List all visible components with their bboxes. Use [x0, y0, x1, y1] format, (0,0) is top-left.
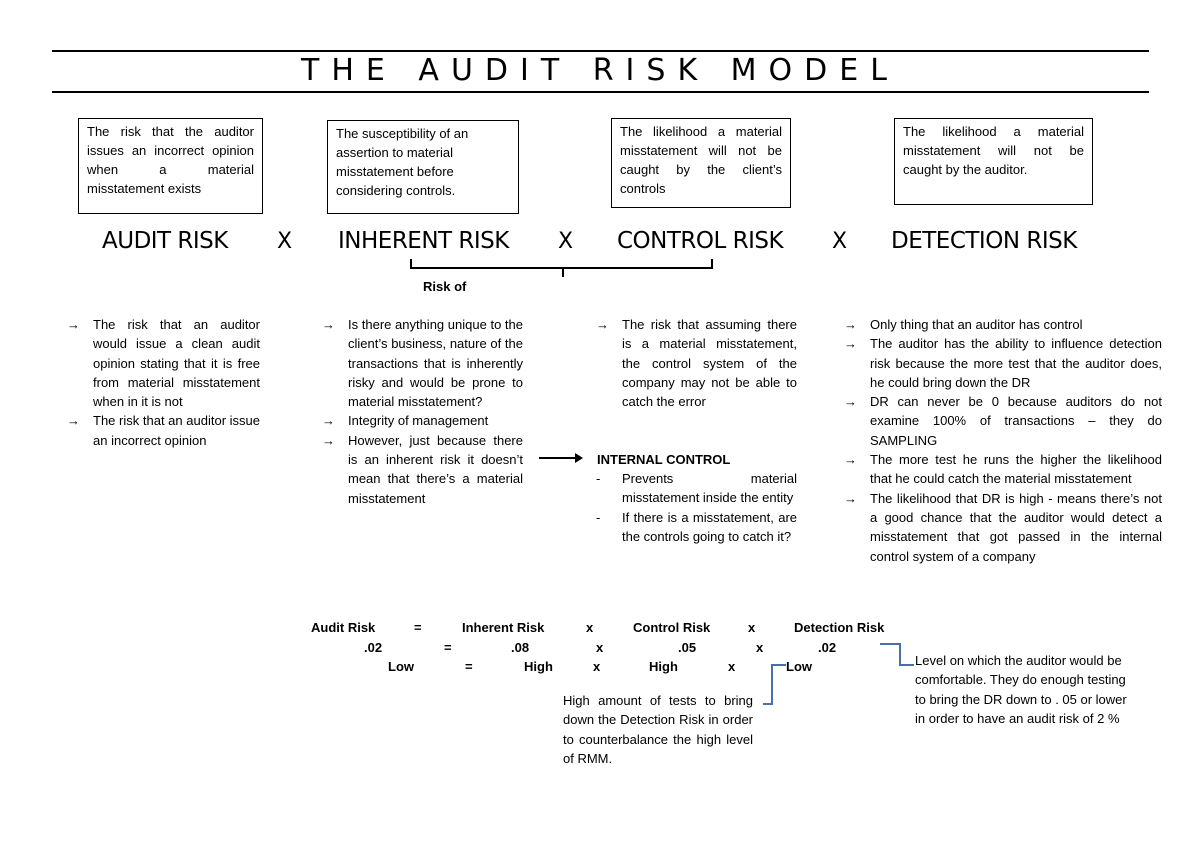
arrow-icon: → [844, 452, 857, 468]
list-item: -Prevents material misstatement inside t… [596, 471, 797, 506]
arrow-icon: → [844, 490, 857, 506]
internal-control-list: -Prevents material misstatement inside t… [594, 469, 797, 546]
control-risk-heading: CONTROL RISK [617, 228, 784, 254]
audit-risk-notes: →The risk that an auditor would issue a … [65, 315, 260, 450]
audit-risk-definition-box: The risk that the auditor issues an inco… [78, 118, 263, 214]
arrow-icon: → [322, 317, 335, 332]
multiply-operator-3: X [832, 229, 848, 254]
list-item: →The risk that an auditor issue an incor… [67, 413, 260, 448]
eq-times: x [756, 640, 764, 655]
audit-risk-heading: AUDIT RISK [102, 228, 228, 254]
title-bottom-rule [52, 91, 1149, 93]
risk-of-bracket [410, 259, 713, 277]
eq-value-inherent: .08 [511, 640, 530, 655]
list-item: →Is there anything unique to the client’… [322, 317, 523, 410]
list-item: →The risk that assuming there is a mater… [596, 317, 797, 410]
eq-times: x [748, 620, 756, 635]
arrow-icon: → [322, 413, 335, 429]
low-dr-callout-bracket [763, 664, 786, 705]
inherent-risk-heading: INHERENT RISK [338, 228, 509, 254]
level-callout-bracket [880, 643, 914, 666]
eq-equals: = [465, 659, 473, 674]
detection-risk-definition-box: The likelihood a material misstatement w… [894, 118, 1093, 205]
level-note: Level on which the auditor would be comf… [915, 653, 1127, 726]
eq-value-audit: .02 [364, 640, 383, 655]
internal-control-heading: INTERNAL CONTROL [597, 452, 731, 467]
list-item: →The risk that an auditor would issue a … [67, 317, 260, 410]
eq-times: x [728, 659, 736, 674]
dash-icon: - [596, 509, 601, 525]
eq-inherent-risk: Inherent Risk [462, 620, 545, 635]
eq-level-control: High [649, 659, 678, 674]
page-title: THE AUDIT RISK MODEL [301, 53, 899, 88]
eq-control-risk: Control Risk [633, 620, 711, 635]
eq-value-control: .05 [678, 640, 697, 655]
arrow-icon: → [67, 317, 80, 332]
multiply-operator-2: X [558, 229, 574, 254]
eq-equals: = [414, 620, 422, 635]
eq-level-inherent: High [524, 659, 553, 674]
list-item: →The likelihood that DR is high - means … [844, 490, 1162, 564]
connector-arrow-icon [539, 453, 583, 463]
low-dr-note: High amount of tests to bring down the D… [563, 693, 753, 766]
eq-detection-risk: Detection Risk [794, 620, 885, 635]
arrow-icon: → [596, 317, 609, 332]
eq-level-detection: Low [786, 659, 812, 674]
risk-of-label: Risk of [423, 279, 467, 294]
eq-audit-risk: Audit Risk [311, 620, 376, 635]
list-item: →DR can never be 0 because auditors do n… [844, 394, 1162, 448]
detection-risk-heading: DETECTION RISK [891, 228, 1077, 254]
list-item: →However, just because there is an inher… [322, 432, 523, 506]
inherent-risk-definition-box: The susceptibility of an assertion to ma… [327, 120, 519, 214]
title-top-rule [52, 50, 1149, 52]
arrow-icon: → [67, 413, 80, 429]
list-item: →Only thing that an auditor has control [842, 315, 1162, 334]
detection-risk-notes: →Only thing that an auditor has control … [842, 315, 1162, 566]
control-risk-notes: →The risk that assuming there is a mater… [594, 315, 797, 411]
arrow-icon: → [322, 432, 335, 448]
arrow-icon: → [844, 336, 857, 352]
arrow-icon: → [844, 317, 857, 332]
inherent-risk-notes: →Is there anything unique to the client’… [320, 315, 523, 508]
eq-equals: = [444, 640, 452, 655]
arrow-icon: → [844, 394, 857, 410]
list-item: →The more test he runs the higher the li… [844, 452, 1162, 487]
list-item: →Integrity of management [320, 411, 523, 430]
eq-times: x [596, 640, 604, 655]
eq-value-detection: .02 [818, 640, 837, 655]
control-risk-definition-box: The likelihood a material misstatement w… [611, 118, 791, 208]
eq-times: x [593, 659, 601, 674]
dash-icon: - [596, 471, 601, 486]
list-item: -If there is a misstatement, are the con… [596, 509, 797, 544]
list-item: →The auditor has the ability to influenc… [844, 336, 1162, 390]
multiply-operator-1: X [277, 229, 293, 254]
eq-times: x [586, 620, 594, 635]
eq-level-audit: Low [388, 659, 414, 674]
